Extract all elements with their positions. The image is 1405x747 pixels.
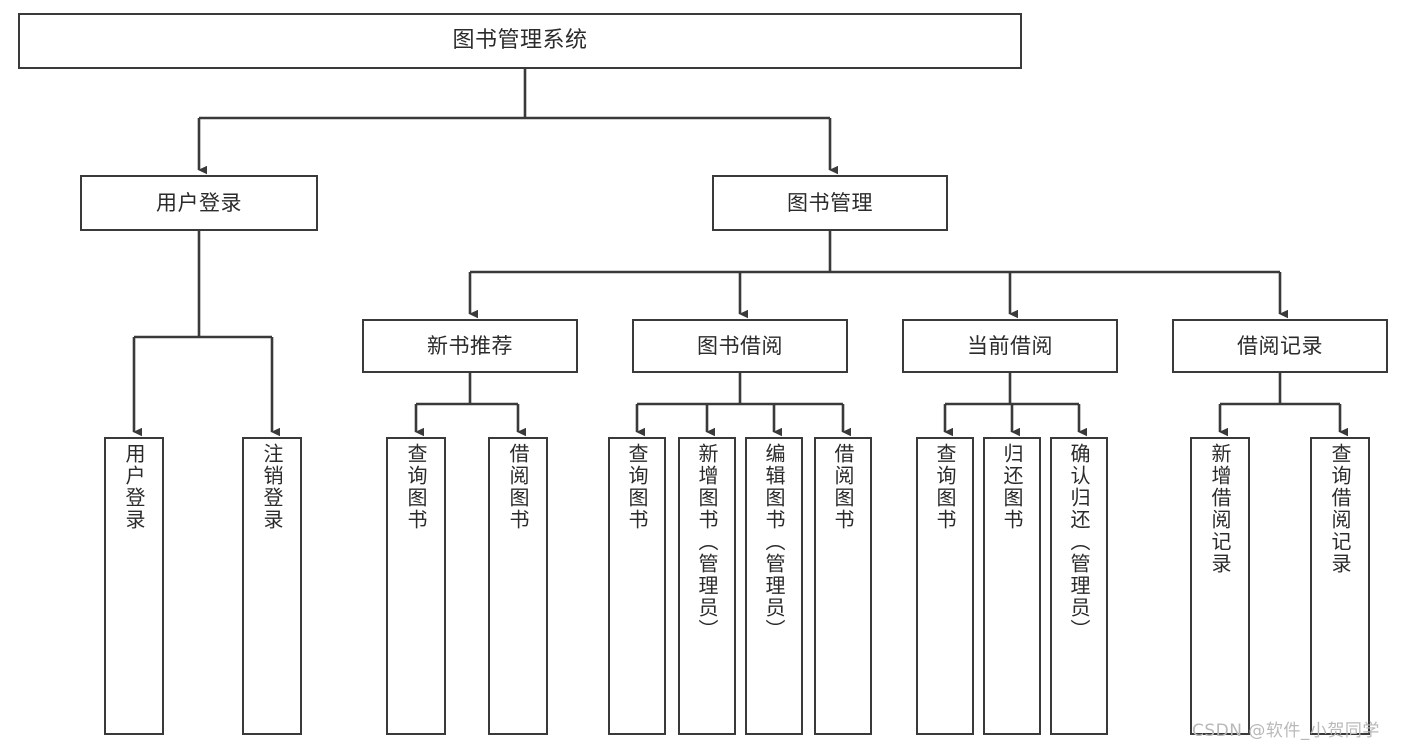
node-leaf-user-login[interactable]: 用户登录 xyxy=(104,437,164,735)
node-label: 图书管理系统 xyxy=(452,28,588,54)
node-leaf-user-logout[interactable]: 注销登录 xyxy=(242,437,302,735)
node-leaf-query-book-1[interactable]: 查询图书 xyxy=(386,437,446,735)
node-book-manage[interactable]: 图书管理 xyxy=(712,175,948,231)
node-leaf-return-book[interactable]: 归还图书 xyxy=(983,437,1041,735)
node-label: 图书借阅 xyxy=(697,333,783,358)
node-leaf-add-record[interactable]: 新增借阅记录 xyxy=(1190,437,1250,735)
node-label: 注销登录 xyxy=(260,443,284,531)
node-leaf-query-book-3[interactable]: 查询图书 xyxy=(916,437,974,735)
node-label: 借阅图书 xyxy=(831,443,855,531)
node-label: 借阅图书 xyxy=(506,443,530,531)
node-new-book-rec[interactable]: 新书推荐 xyxy=(362,319,578,373)
node-label: 新增借阅记录 xyxy=(1208,443,1232,575)
node-user-login[interactable]: 用户登录 xyxy=(80,175,318,231)
node-current-borrow[interactable]: 当前借阅 xyxy=(902,319,1118,373)
node-leaf-query-record[interactable]: 查询借阅记录 xyxy=(1310,437,1370,735)
node-borrow-record[interactable]: 借阅记录 xyxy=(1172,319,1388,373)
node-book-borrow[interactable]: 图书借阅 xyxy=(632,319,848,373)
node-root-system[interactable]: 图书管理系统 xyxy=(18,13,1022,69)
node-leaf-borrow-book-1[interactable]: 借阅图书 xyxy=(488,437,548,735)
node-label: 图书管理 xyxy=(787,190,873,215)
node-label: 查询图书 xyxy=(625,443,649,531)
node-label: 用户登录 xyxy=(122,443,146,531)
node-leaf-query-book-2[interactable]: 查询图书 xyxy=(608,437,666,735)
node-label: 用户登录 xyxy=(156,190,242,215)
node-label: 确认归还（管理员） xyxy=(1067,443,1091,641)
node-label: 查询图书 xyxy=(404,443,428,531)
node-label: 归还图书 xyxy=(1000,443,1024,531)
node-leaf-confirm-return[interactable]: 确认归还（管理员） xyxy=(1050,437,1108,735)
node-label: 查询借阅记录 xyxy=(1328,443,1352,575)
node-label: 编辑图书（管理员） xyxy=(762,443,786,641)
node-label: 新书推荐 xyxy=(427,333,513,358)
node-leaf-add-book[interactable]: 新增图书（管理员） xyxy=(678,437,736,735)
node-label: 新增图书（管理员） xyxy=(695,443,719,641)
node-leaf-borrow-book-2[interactable]: 借阅图书 xyxy=(814,437,872,735)
node-label: 借阅记录 xyxy=(1237,333,1323,358)
node-leaf-edit-book[interactable]: 编辑图书（管理员） xyxy=(745,437,803,735)
node-label: 查询图书 xyxy=(933,443,957,531)
node-label: 当前借阅 xyxy=(967,333,1053,358)
